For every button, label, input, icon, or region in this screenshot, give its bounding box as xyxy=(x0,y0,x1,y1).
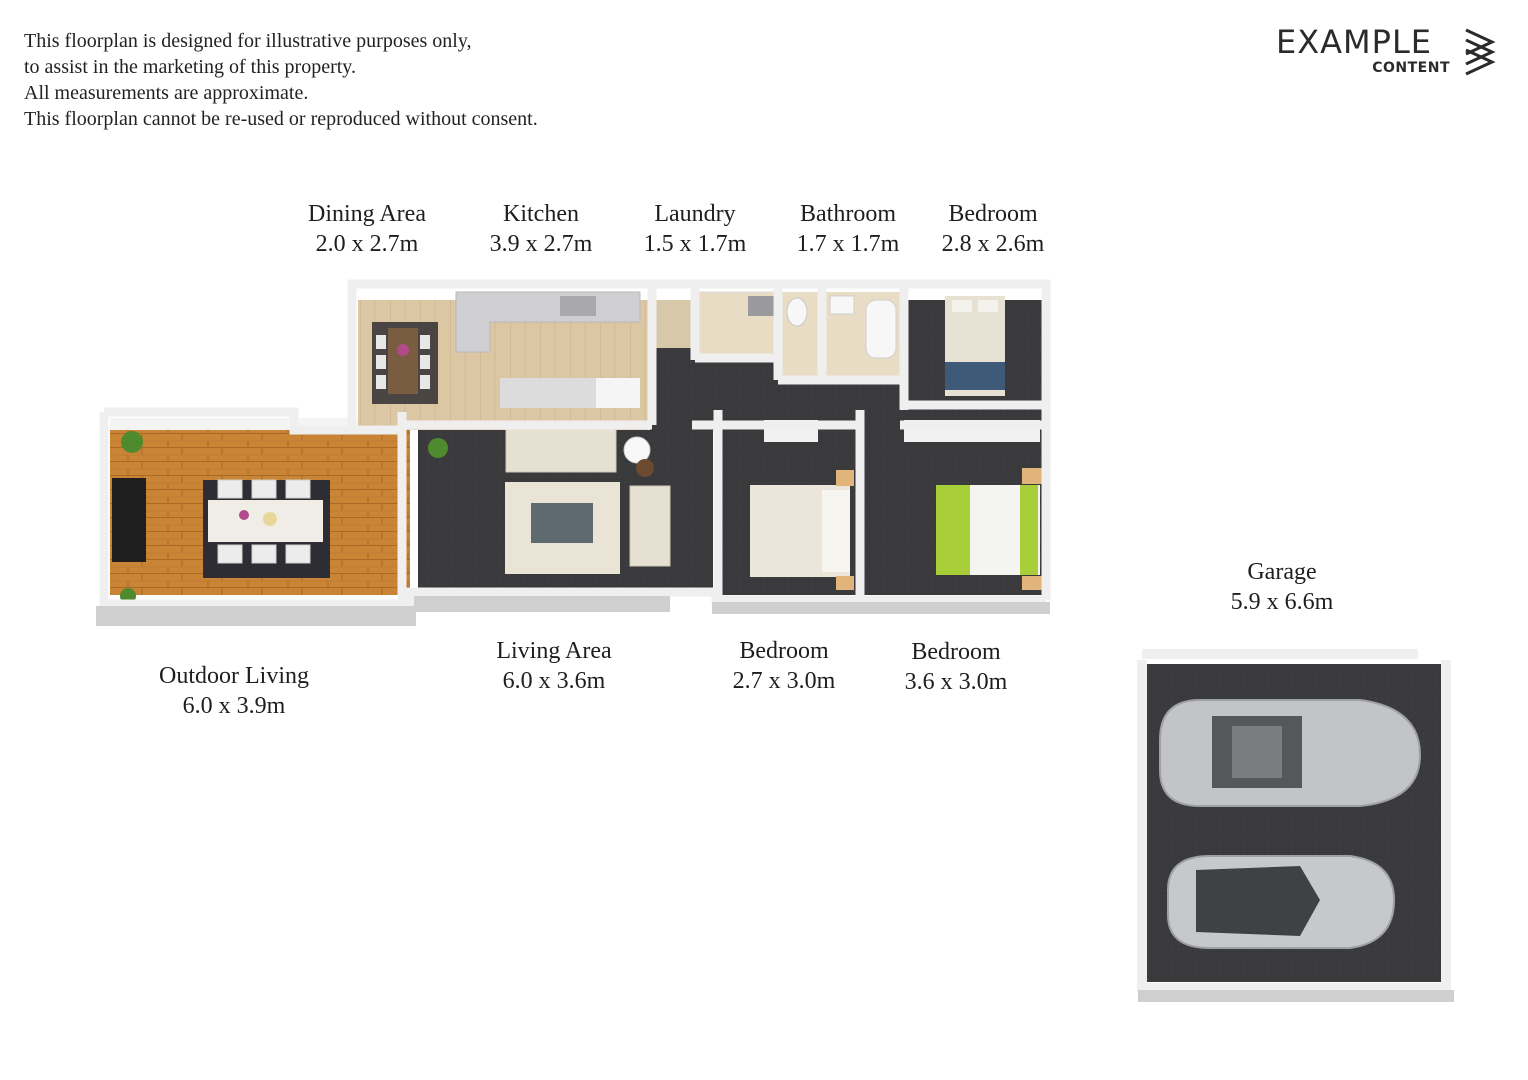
bedroom-right-room xyxy=(904,420,1042,590)
basin-icon xyxy=(829,295,855,315)
room-size: 1.7 x 1.7m xyxy=(796,231,900,257)
plant-icon xyxy=(428,438,448,458)
room-name: Laundry xyxy=(654,201,736,227)
armchair-icon xyxy=(629,485,671,567)
room-label-bathroom: Bathroom 1.7 x 1.7m xyxy=(797,199,900,259)
room-name: Outdoor Living xyxy=(159,663,309,689)
disclaimer-line-3: All measurements are approximate. xyxy=(24,82,309,104)
room-name: Dining Area xyxy=(308,201,426,227)
outdoor-living-room xyxy=(110,418,410,604)
room-size: 6.0 x 3.6m xyxy=(502,668,606,694)
room-label-bedroom-middle: Bedroom 2.7 x 3.0m xyxy=(733,636,836,696)
disclaimer-line-2: to assist in the marketing of this prope… xyxy=(24,56,356,78)
dining-table xyxy=(388,328,418,394)
brand-logo: EXAMPLE CONTENT xyxy=(1276,24,1506,80)
side-table xyxy=(623,436,651,464)
room-size: 2.8 x 2.6m xyxy=(941,231,1045,257)
coffee-table xyxy=(531,503,593,543)
room-label-garage: Garage 5.9 x 6.6m xyxy=(1231,557,1334,617)
room-label-outdoor: Outdoor Living 6.0 x 3.9m xyxy=(159,661,309,721)
car-icon xyxy=(1159,699,1422,807)
disclaimer-line-4: This floorplan cannot be re-used or repr… xyxy=(24,108,538,130)
room-name: Bathroom xyxy=(799,201,896,227)
room-name: Garage xyxy=(1247,559,1317,585)
tub-icon xyxy=(748,296,774,316)
living-area-room xyxy=(428,427,671,574)
room-size: 6.0 x 3.9m xyxy=(182,693,286,719)
chevron-stack-icon xyxy=(1465,28,1496,76)
room-label-bedroom-right: Bedroom 3.6 x 3.0m xyxy=(905,637,1008,697)
laundry-room xyxy=(656,291,777,357)
sink-icon xyxy=(560,296,596,316)
logo-subtitle: CONTENT xyxy=(1372,60,1450,76)
room-name: Kitchen xyxy=(503,201,579,227)
bbq-icon xyxy=(112,478,146,562)
room-size: 2.7 x 3.0m xyxy=(732,668,836,694)
room-label-living: Living Area 6.0 x 3.6m xyxy=(496,636,611,696)
room-size: 5.9 x 6.6m xyxy=(1230,589,1334,615)
room-label-dining: Dining Area 2.0 x 2.7m xyxy=(308,199,426,259)
room-label-laundry: Laundry 1.5 x 1.7m xyxy=(644,199,747,259)
bedroom-top-room xyxy=(906,296,1044,400)
garage-room xyxy=(1137,649,1454,1002)
disclaimer-text: This floorplan is designed for illustrat… xyxy=(24,28,538,132)
logo-wordmark: EXAMPLE xyxy=(1276,23,1432,61)
room-label-kitchen: Kitchen 3.9 x 2.7m xyxy=(490,199,593,259)
room-name: Bedroom xyxy=(948,201,1038,227)
dining-kitchen-room xyxy=(358,291,648,430)
room-name: Living Area xyxy=(496,638,612,664)
room-size: 3.6 x 3.0m xyxy=(904,669,1008,695)
room-name: Bedroom xyxy=(911,639,1001,665)
room-label-bedroom-top: Bedroom 2.8 x 2.6m xyxy=(942,199,1045,259)
plant-icon xyxy=(121,431,143,453)
room-size: 2.0 x 2.7m xyxy=(315,231,419,257)
wall-shadows xyxy=(96,596,1050,626)
disclaimer-line-1: This floorplan is designed for illustrat… xyxy=(24,30,472,52)
room-name: Bedroom xyxy=(739,638,829,664)
bathtub-icon xyxy=(865,299,897,359)
bathroom-room xyxy=(780,292,902,378)
car-icon xyxy=(1167,855,1396,949)
house-walls xyxy=(99,279,1051,609)
sofa-icon xyxy=(505,427,617,473)
room-size: 3.9 x 2.7m xyxy=(489,231,593,257)
room-size: 1.5 x 1.7m xyxy=(643,231,747,257)
toilet-icon xyxy=(786,297,808,327)
